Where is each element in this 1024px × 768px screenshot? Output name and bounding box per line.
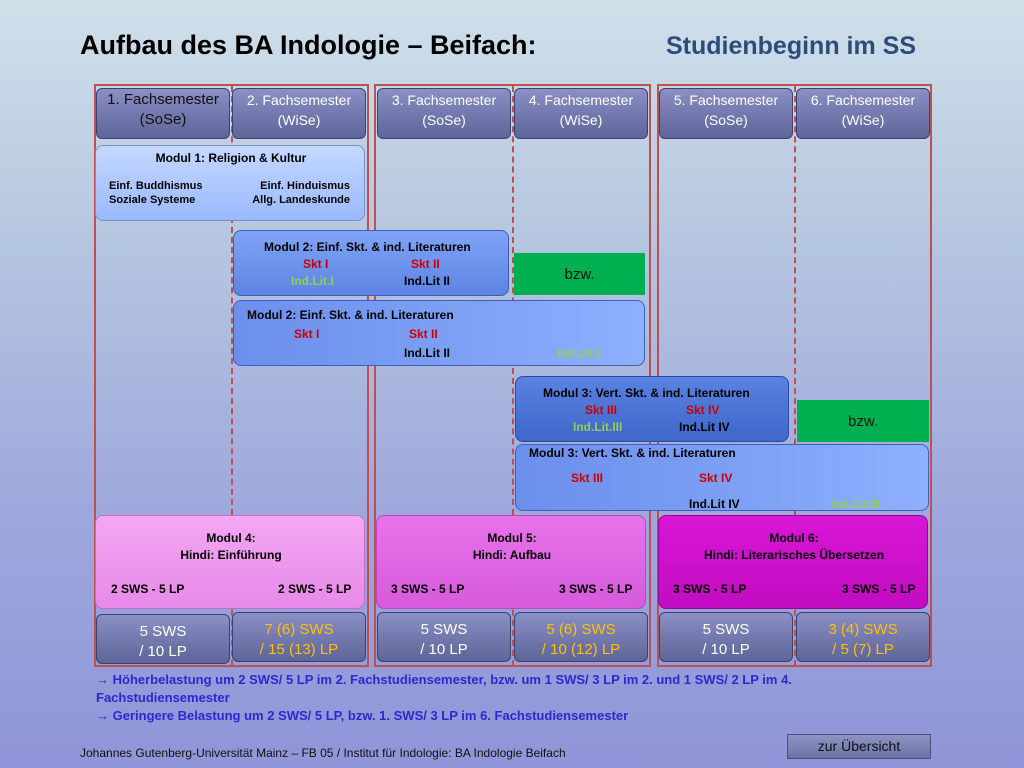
modul-1-course-a: Einf. Buddhismus (109, 180, 203, 192)
modul-2a-skt2: Skt II (411, 257, 440, 271)
modul-2a-lit1: Ind.Lit.I (291, 274, 334, 288)
modul-2b-lit1: Ind.Lit.I (557, 346, 600, 360)
modul-6-title: Modul 6: (769, 531, 819, 545)
semester-divider-3 (794, 86, 796, 666)
note-line-3: → Geringere Belastung um 2 SWS/ 5 LP, bz… (96, 708, 629, 723)
note-line-1: → Höherbelastung um 2 SWS/ 5 LP im 2. Fa… (96, 672, 792, 687)
semester-header-1: 1. Fachsemester(SoSe) (96, 88, 230, 139)
modul-1-course-d: Allg. Landeskunde (252, 194, 350, 206)
semester-header-2: 2. Fachsemester(WiSe) (232, 88, 366, 139)
modul-3b-lit4: Ind.Lit IV (689, 497, 740, 511)
modul-4-subtitle: Hindi: Einführung (180, 548, 282, 562)
bzw-marker-1: bzw. (514, 253, 645, 295)
footer-text: Johannes Gutenberg-Universität Mainz – F… (80, 746, 566, 760)
modul-4-box: Modul 4: Hindi: Einführung 2 SWS - 5 LP … (95, 515, 365, 609)
page-title: Aufbau des BA Indologie – Beifach: (80, 30, 537, 60)
modul-6-credits-b: 3 SWS - 5 LP (842, 582, 916, 596)
modul-5-credits-a: 3 SWS - 5 LP (391, 582, 465, 596)
modul-3b-lit3: Ind.Lit.III (831, 497, 881, 511)
modul-4-credits-a: 2 SWS - 5 LP (111, 582, 185, 596)
semester-total-2: 7 (6) SWS/ 15 (13) LP (232, 612, 366, 662)
modul-3a-lit4: Ind.Lit IV (679, 420, 730, 434)
modul-2a-skt1: Skt I (303, 257, 329, 271)
semester-header-6: 6. Fachsemester(WiSe) (796, 88, 930, 139)
modul-3a-skt4: Skt IV (686, 403, 720, 417)
modul-6-box: Modul 6: Hindi: Literarisches Übersetzen… (658, 515, 928, 609)
modul-1-title: Modul 1: Religion & Kultur (155, 151, 307, 165)
modul-3a-skt3: Skt III (585, 403, 618, 417)
notes: → Höherbelastung um 2 SWS/ 5 LP im 2. Fa… (96, 671, 856, 725)
modul-5-box: Modul 5: Hindi: Aufbau 3 SWS - 5 LP 3 SW… (376, 515, 646, 609)
modul-6-credits-a: 3 SWS - 5 LP (673, 582, 747, 596)
modul-3a-box: Modul 3: Vert. Skt. & ind. Literaturen S… (515, 376, 789, 442)
modul-3b-skt3: Skt III (571, 471, 604, 485)
modul-2a-title: Modul 2: Einf. Skt. & ind. Literaturen (264, 240, 471, 254)
page-subtitle: Studienbeginn im SS (666, 32, 917, 60)
semester-total-5: 5 SWS/ 10 LP (659, 612, 793, 662)
semester-header-4: 4. Fachsemester(WiSe) (514, 88, 648, 139)
semester-total-3: 5 SWS/ 10 LP (377, 612, 511, 662)
modul-2b-box: Modul 2: Einf. Skt. & ind. Literaturen S… (233, 300, 645, 366)
semester-total-4: 5 (6) SWS/ 10 (12) LP (514, 612, 648, 662)
modul-5-title: Modul 5: (487, 531, 537, 545)
modul-2b-skt2: Skt II (409, 327, 438, 341)
semester-header-3: 3. Fachsemester(SoSe) (377, 88, 511, 139)
modul-4-credits-b: 2 SWS - 5 LP (278, 582, 352, 596)
modul-1-course-b: Einf. Hinduismus (260, 180, 350, 192)
note-line-2: Fachstudiensemester (96, 690, 230, 705)
modul-2b-skt1: Skt I (294, 327, 320, 341)
modul-3b-box: Modul 3: Vert. Skt. & ind. Literaturen S… (515, 444, 929, 511)
modul-2b-lit2: Ind.Lit II (404, 346, 450, 360)
modul-3b-title: Modul 3: Vert. Skt. & ind. Literaturen (529, 446, 736, 460)
modul-3a-title: Modul 3: Vert. Skt. & ind. Literaturen (543, 386, 750, 400)
modul-1-box: Modul 1: Religion & Kultur Einf. Buddhis… (95, 145, 365, 221)
semester-divider-1 (231, 86, 233, 666)
modul-2a-lit2: Ind.Lit II (404, 274, 450, 288)
modul-6-subtitle: Hindi: Literarisches Übersetzen (703, 548, 885, 562)
modul-3b-skt4: Skt IV (699, 471, 733, 485)
overview-button[interactable]: zur Übersicht (787, 734, 931, 759)
year-frame-3 (657, 84, 932, 667)
semester-total-6: 3 (4) SWS/ 5 (7) LP (796, 612, 930, 662)
semester-divider-2 (512, 86, 514, 666)
modul-2a-box: Modul 2: Einf. Skt. & ind. Literaturen S… (233, 230, 509, 296)
bzw-marker-2: bzw. (797, 400, 929, 442)
semester-header-5: 5. Fachsemester(SoSe) (659, 88, 793, 139)
modul-2b-title: Modul 2: Einf. Skt. & ind. Literaturen (247, 308, 454, 322)
modul-1-course-c: Soziale Systeme (109, 194, 196, 206)
year-frame-2 (374, 84, 651, 667)
modul-3a-lit3: Ind.Lit.III (573, 420, 623, 434)
modul-4-title: Modul 4: (206, 531, 256, 545)
year-frame-1 (94, 84, 369, 667)
modul-5-credits-b: 3 SWS - 5 LP (559, 582, 633, 596)
modul-5-subtitle: Hindi: Aufbau (472, 548, 552, 562)
semester-total-1: 5 SWS/ 10 LP (96, 614, 230, 664)
